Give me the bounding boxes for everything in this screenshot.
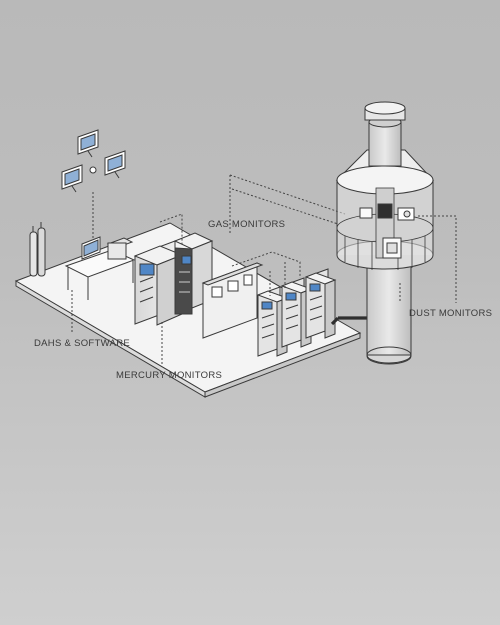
dahs-desk [64, 236, 136, 300]
remote-screen-left [61, 164, 83, 193]
analyzer-box-icon [211, 286, 223, 298]
gas-leader-lines [159, 174, 346, 296]
remote-screen-top [77, 129, 99, 158]
network-node-icon [89, 166, 97, 174]
dahs-monitor-icon [81, 236, 101, 260]
mercury-monitors-label: MERCURY MONITORS [116, 370, 223, 381]
remote-screen-right [104, 150, 126, 179]
analyzer-box-icon [227, 280, 239, 292]
mercury-screen-right-icon [181, 255, 192, 265]
dust-monitors-label: DUST MONITORS [409, 308, 493, 319]
remote-monitor-icon [61, 129, 126, 193]
analyzer-panel [201, 262, 264, 339]
gas-cabinet-3 [304, 268, 337, 339]
analyzer-box-icon [243, 274, 253, 286]
gas-cylinders [29, 222, 46, 277]
mercury-screen-left-icon [139, 263, 155, 276]
dust-leader-lines [399, 215, 457, 303]
mercury-monitor-cabinets [133, 232, 214, 326]
gas-monitors-label: GAS MONITORS [208, 219, 286, 230]
dahs-software-label: DAHS & SOFTWARE [34, 338, 130, 349]
dust-monitor-icon [382, 237, 402, 259]
gas-monitor-cabinets [256, 268, 337, 357]
probe-icon [359, 203, 415, 221]
stack [335, 101, 435, 365]
